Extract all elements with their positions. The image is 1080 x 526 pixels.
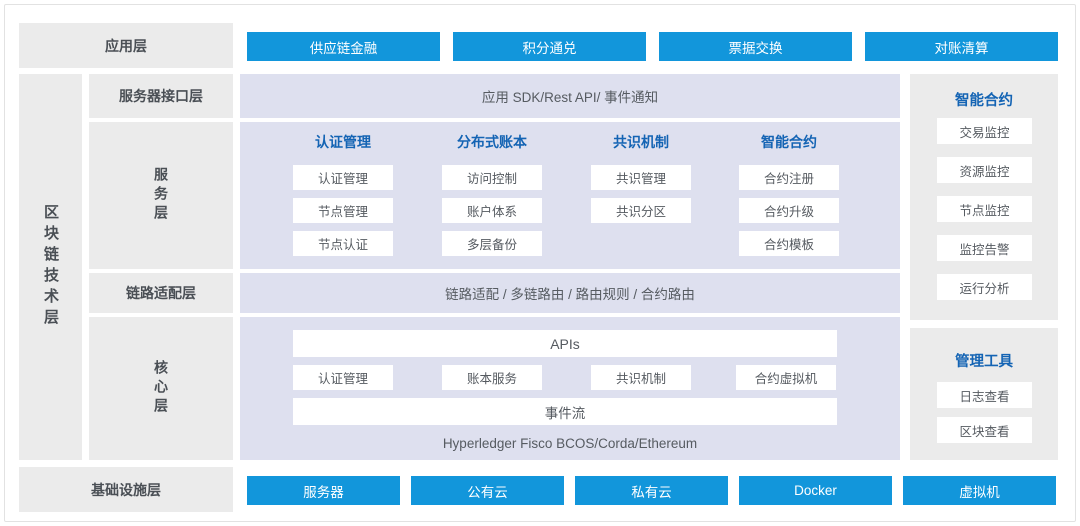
application-layer-label: 应用层 <box>19 23 233 68</box>
server-interface-layer-label: 服务器接口层 <box>89 74 233 118</box>
app-item-bill-exchange[interactable]: 票据交换 <box>659 32 852 61</box>
infra-item-private-cloud[interactable]: 私有云 <box>575 476 728 505</box>
link-adapter-layer-label: 链路适配层 <box>89 273 233 313</box>
core-event-stream-bar[interactable]: 事件流 <box>293 398 837 425</box>
sidebar-panel-title-management-tools: 管理工具 <box>955 354 1013 370</box>
service-chip-consensus-management[interactable]: 共识管理 <box>591 165 691 190</box>
server-interface-band: 应用 SDK/Rest API/ 事件通知 <box>240 74 900 118</box>
core-layer-label: 核心层 <box>89 317 233 460</box>
service-column-title-contract: 智能合约 <box>761 134 817 150</box>
core-chip-contract-vm[interactable]: 合约虚拟机 <box>736 365 836 390</box>
infra-item-server[interactable]: 服务器 <box>247 476 400 505</box>
service-column-title-ledger: 分布式账本 <box>457 134 527 150</box>
core-chip-auth-management[interactable]: 认证管理 <box>293 365 393 390</box>
service-chip-consensus-partition[interactable]: 共识分区 <box>591 198 691 223</box>
blockchain-tech-layer-text: 区块链技术层 <box>42 204 59 330</box>
service-chip-contract-upgrade[interactable]: 合约升级 <box>739 198 839 223</box>
infra-item-public-cloud[interactable]: 公有云 <box>411 476 564 505</box>
core-chip-ledger-service[interactable]: 账本服务 <box>442 365 542 390</box>
sidebar-chip-transaction-monitor[interactable]: 交易监控 <box>937 118 1032 144</box>
service-chip-contract-template[interactable]: 合约模板 <box>739 231 839 256</box>
sidebar-chip-monitor-alarm[interactable]: 监控告警 <box>937 235 1032 261</box>
sidebar-panel-title-smart-contract: 智能合约 <box>955 93 1013 109</box>
infrastructure-layer-label: 基础设施层 <box>19 467 233 512</box>
link-adapter-band: 链路适配 / 多链路由 / 路由规则 / 合约路由 <box>240 273 900 313</box>
service-chip-access-control[interactable]: 访问控制 <box>442 165 542 190</box>
service-chip-multilayer-backup[interactable]: 多层备份 <box>442 231 542 256</box>
app-item-points-exchange[interactable]: 积分通兑 <box>453 32 646 61</box>
app-item-reconciliation-settlement[interactable]: 对账清算 <box>865 32 1058 61</box>
service-column-title-auth: 认证管理 <box>315 134 371 150</box>
diagram-frame: 应用层 供应链金融 积分通兑 票据交换 对账清算 区块链技术层 服务器接口层 应… <box>4 4 1076 522</box>
core-platforms-text: Hyperledger Fisco BCOS/Corda/Ethereum <box>442 435 698 451</box>
blockchain-tech-layer-label: 区块链技术层 <box>19 74 82 460</box>
service-column-title-consensus: 共识机制 <box>613 134 669 150</box>
infra-item-virtual-machine[interactable]: 虚拟机 <box>903 476 1056 505</box>
infra-item-docker[interactable]: Docker <box>739 476 892 505</box>
core-chip-consensus-mechanism[interactable]: 共识机制 <box>591 365 691 390</box>
sidebar-chip-log-viewer[interactable]: 日志查看 <box>937 382 1032 408</box>
service-chip-node-auth[interactable]: 节点认证 <box>293 231 393 256</box>
core-apis-bar[interactable]: APIs <box>293 330 837 357</box>
service-layer-label: 服务层 <box>89 122 233 269</box>
service-chip-account-system[interactable]: 账户体系 <box>442 198 542 223</box>
sidebar-chip-resource-monitor[interactable]: 资源监控 <box>937 157 1032 183</box>
sidebar-chip-node-monitor[interactable]: 节点监控 <box>937 196 1032 222</box>
sidebar-chip-block-viewer[interactable]: 区块查看 <box>937 417 1032 443</box>
service-layer-text: 服务层 <box>153 167 169 224</box>
service-chip-node-management[interactable]: 节点管理 <box>293 198 393 223</box>
service-chip-auth-management[interactable]: 认证管理 <box>293 165 393 190</box>
service-chip-contract-register[interactable]: 合约注册 <box>739 165 839 190</box>
core-layer-text: 核心层 <box>153 360 169 417</box>
app-item-supply-chain-finance[interactable]: 供应链金融 <box>247 32 440 61</box>
sidebar-chip-runtime-analysis[interactable]: 运行分析 <box>937 274 1032 300</box>
